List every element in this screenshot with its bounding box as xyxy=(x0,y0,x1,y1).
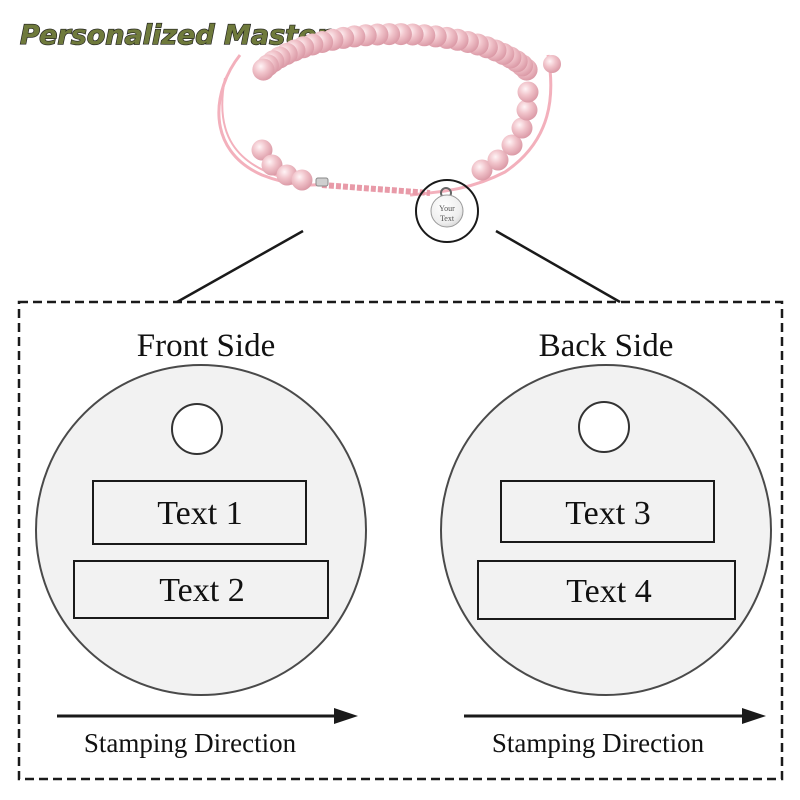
bracelet-photo: Your Text xyxy=(217,23,561,243)
back-tag-hole xyxy=(578,401,630,453)
back-text-box-4 xyxy=(477,560,736,620)
bead xyxy=(511,117,533,139)
bead xyxy=(517,81,539,103)
bead xyxy=(471,159,493,181)
back-text-label-3: Text 3 xyxy=(565,495,650,532)
pendant-highlight-circle xyxy=(415,179,479,243)
front-text-box-2 xyxy=(73,560,329,619)
bead xyxy=(516,99,538,121)
back-text-label-4: Text 4 xyxy=(566,573,651,610)
pendant-engraving-line2: Text xyxy=(440,214,455,223)
bead xyxy=(261,154,283,176)
brand-watermark: Personalized Master xyxy=(20,20,331,51)
back-direction-arrow-head xyxy=(742,708,766,724)
bead-row xyxy=(251,23,539,191)
front-text-label-2: Text 2 xyxy=(159,572,244,609)
detail-frame xyxy=(17,300,784,781)
bracelet-clasp xyxy=(315,177,329,187)
front-direction-label: Stamping Direction xyxy=(84,728,297,758)
pendant-engraving-line1: Your xyxy=(439,204,455,213)
back-side-heading: Back Side xyxy=(539,328,674,364)
front-text-box-1 xyxy=(92,480,307,545)
bracelet-end-bead xyxy=(543,55,561,73)
bead xyxy=(291,169,313,191)
front-text-label-1: Text 1 xyxy=(157,495,242,532)
bead xyxy=(251,139,273,161)
bead xyxy=(252,58,275,81)
front-side-heading: Front Side xyxy=(137,328,275,364)
callout-line-left xyxy=(176,229,304,304)
callout-line-right xyxy=(495,229,621,304)
back-text-box-3 xyxy=(500,480,715,543)
front-direction-arrow-head xyxy=(334,708,358,724)
back-side-panel: Back Side Text 3 Text 4 Stamping Directi… xyxy=(440,328,772,758)
bead xyxy=(487,149,509,171)
front-side-panel: Front Side Text 1 Text 2 Stamping Direct… xyxy=(35,328,367,758)
back-direction-label: Stamping Direction xyxy=(492,728,705,758)
bracelet-braided-knot xyxy=(321,182,431,196)
bead xyxy=(501,134,523,156)
front-tag-hole xyxy=(171,403,223,455)
pendant-tag xyxy=(430,194,464,228)
